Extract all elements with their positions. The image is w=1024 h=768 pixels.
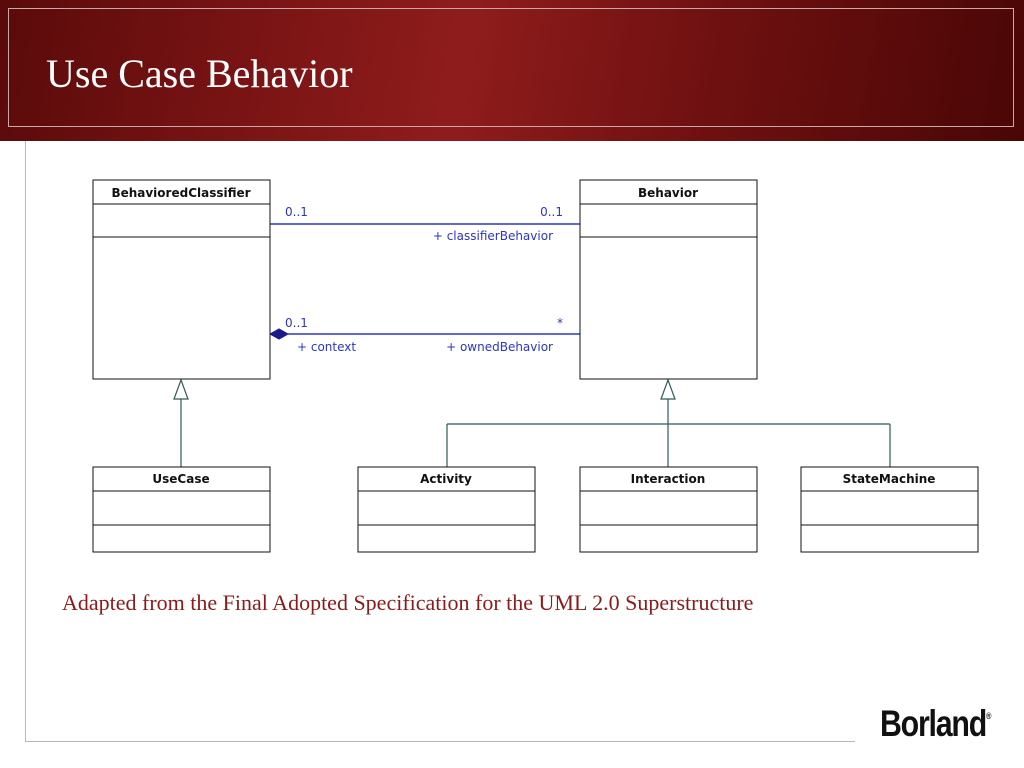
class-behavior: Behavior [579, 179, 758, 380]
logo-wordmark: Borland [880, 703, 987, 744]
class-name: Behavior [638, 186, 698, 200]
borland-logo: Borland® [880, 703, 991, 745]
class-box [579, 466, 758, 553]
source-role: + context [297, 340, 356, 354]
target-role: + ownedBehavior [446, 340, 553, 354]
class-state-machine: StateMachine [800, 466, 979, 553]
association-classifier-behavior: 0..1 0..1 + classifierBehavior [270, 205, 580, 243]
source-multiplicity: 0..1 [285, 316, 308, 330]
generalization-usecase [173, 378, 189, 467]
generalization-arrow-icon [660, 378, 676, 400]
target-multiplicity: * [557, 316, 563, 330]
class-usecase: UseCase [92, 466, 271, 553]
class-box [92, 466, 271, 553]
association-owned-behavior: 0..1 + context * + ownedBehavior [268, 316, 580, 354]
class-name: UseCase [152, 472, 209, 486]
class-name: BehavioredClassifier [111, 186, 250, 200]
class-box [92, 179, 271, 380]
composite-diamond-icon [268, 328, 290, 340]
class-activity: Activity [357, 466, 536, 553]
title-frame [8, 8, 1014, 127]
generalization-behavior-subclasses [446, 378, 891, 467]
class-box [800, 466, 979, 553]
slide-title: Use Case Behavior [46, 51, 353, 96]
class-box [579, 179, 758, 380]
source-multiplicity: 0..1 [285, 205, 308, 219]
target-multiplicity: 0..1 [540, 205, 563, 219]
registered-mark: ® [986, 711, 992, 721]
bottom-rule [25, 741, 855, 742]
class-name: Interaction [631, 472, 706, 486]
class-interaction: Interaction [579, 466, 758, 553]
left-rule [25, 141, 26, 741]
class-behaviored-classifier: BehavioredClassifier [92, 179, 271, 380]
generalization-arrow-icon [173, 378, 189, 400]
class-name: StateMachine [843, 472, 936, 486]
class-name: Activity [420, 472, 472, 486]
source-caption: Adapted from the Final Adopted Specifica… [62, 590, 754, 615]
title-banner: Use Case Behavior [0, 0, 1024, 141]
role-label: + classifierBehavior [433, 229, 553, 243]
class-box [357, 466, 536, 553]
